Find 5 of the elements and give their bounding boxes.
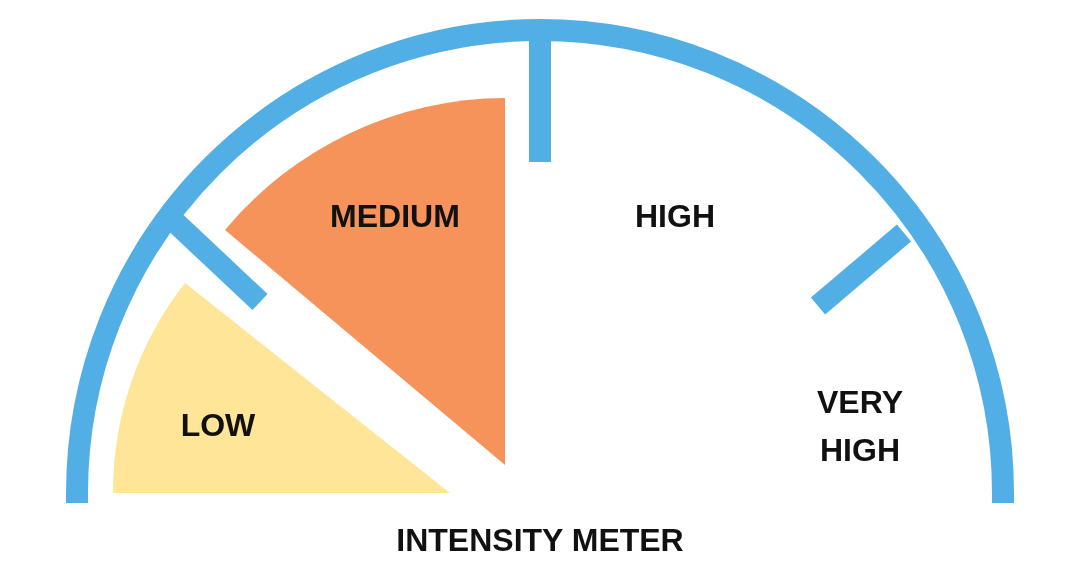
level-label: HIGH [634, 197, 716, 236]
caption: INTENSITY METER [395, 521, 685, 560]
level-label: MEDIUM [329, 197, 461, 236]
level-label: VERY HIGH [816, 383, 904, 470]
level-label: LOW [179, 406, 257, 445]
